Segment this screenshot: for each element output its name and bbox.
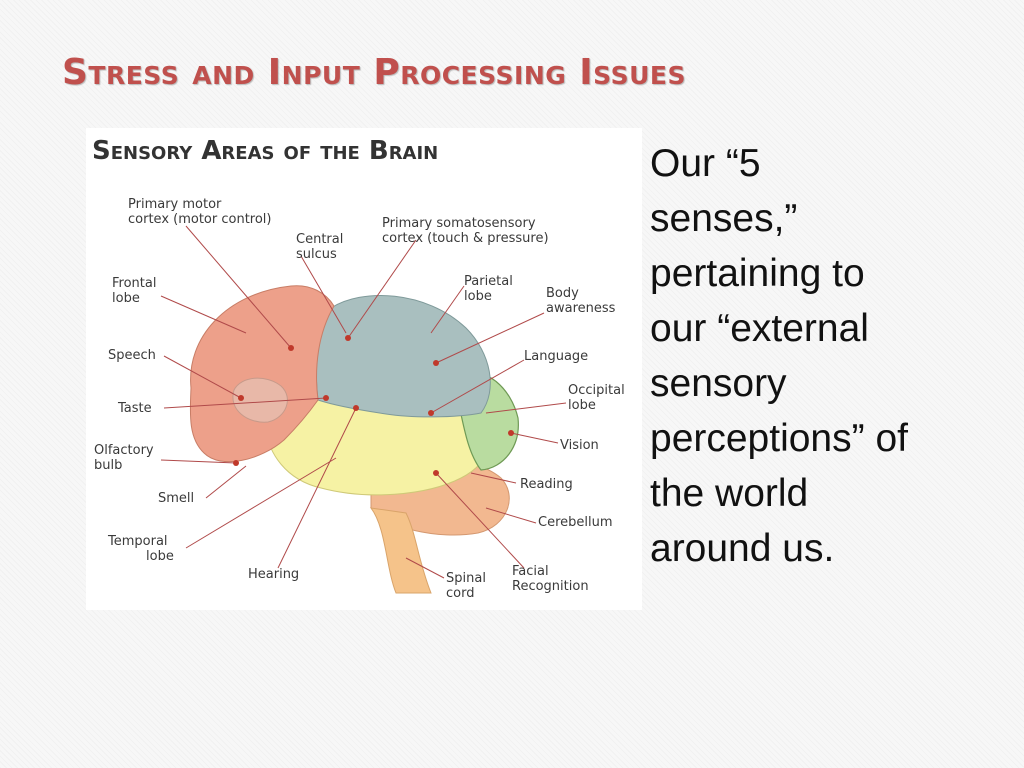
- label-occipital-2: lobe: [568, 398, 596, 413]
- label-reading: Reading: [520, 477, 573, 492]
- label-spinal-2: cord: [446, 586, 474, 601]
- label-facial-2: Recognition: [512, 579, 589, 594]
- body-line: sensory: [650, 362, 787, 405]
- leader-lines: [160, 225, 567, 579]
- label-frontal-1: Frontal: [112, 276, 156, 291]
- label-spinal-1: Spinal: [446, 571, 486, 586]
- label-olfactory-1: Olfactory: [94, 443, 154, 458]
- body-line: pertaining to: [650, 252, 865, 295]
- marker-dots: [233, 335, 514, 476]
- label-facial-1: Facial: [512, 564, 549, 579]
- label-somatosensory-1: Primary somatosensory: [382, 216, 536, 231]
- label-temporal-2: lobe: [146, 549, 174, 564]
- label-hearing: Hearing: [248, 567, 299, 582]
- label-olfactory-2: bulb: [94, 458, 122, 473]
- slide-title: Stress and Input Processing Issues: [62, 52, 686, 93]
- label-cerebellum: Cerebellum: [538, 515, 613, 530]
- label-body-2: awareness: [546, 301, 616, 316]
- body-line: Our “5: [650, 142, 761, 185]
- body-line: the world: [650, 472, 809, 515]
- frontal-lobe-shape: [189, 285, 335, 463]
- label-frontal-2: lobe: [112, 291, 140, 306]
- label-parietal-1: Parietal: [464, 274, 513, 289]
- label-body-1: Body: [546, 286, 579, 301]
- brain-diagram: Sensory Areas of the Brain: [86, 128, 642, 610]
- label-parietal-2: lobe: [464, 289, 492, 304]
- body-line: our “external: [650, 307, 869, 350]
- parietal-lobe-shape: [315, 294, 491, 418]
- label-speech: Speech: [108, 348, 156, 363]
- label-central-sulcus-2: sulcus: [296, 247, 337, 262]
- taste-area-shape: [232, 377, 288, 423]
- label-temporal-1: Temporal: [107, 534, 168, 549]
- label-smell: Smell: [158, 491, 194, 506]
- label-central-sulcus-1: Central: [296, 232, 343, 247]
- label-language: Language: [524, 349, 588, 364]
- label-vision: Vision: [560, 438, 599, 453]
- diagram-title: Sensory Areas of the Brain: [92, 136, 439, 166]
- label-occipital-1: Occipital: [568, 383, 625, 398]
- label-taste: Taste: [117, 401, 152, 416]
- body-line: senses,”: [650, 197, 798, 240]
- label-primary-motor-2: cortex (motor control): [128, 212, 272, 227]
- body-line: around us.: [650, 527, 835, 570]
- body-text: Our “5 senses,” pertaining to our “exter…: [650, 136, 980, 576]
- brainstem-shape: [369, 507, 432, 594]
- body-line: perceptions” of: [650, 417, 908, 460]
- brain-illustration: Primary motor cortex (motor control) Cen…: [94, 197, 625, 601]
- label-somatosensory-2: cortex (touch & pressure): [382, 231, 549, 246]
- label-primary-motor-1: Primary motor: [128, 197, 222, 212]
